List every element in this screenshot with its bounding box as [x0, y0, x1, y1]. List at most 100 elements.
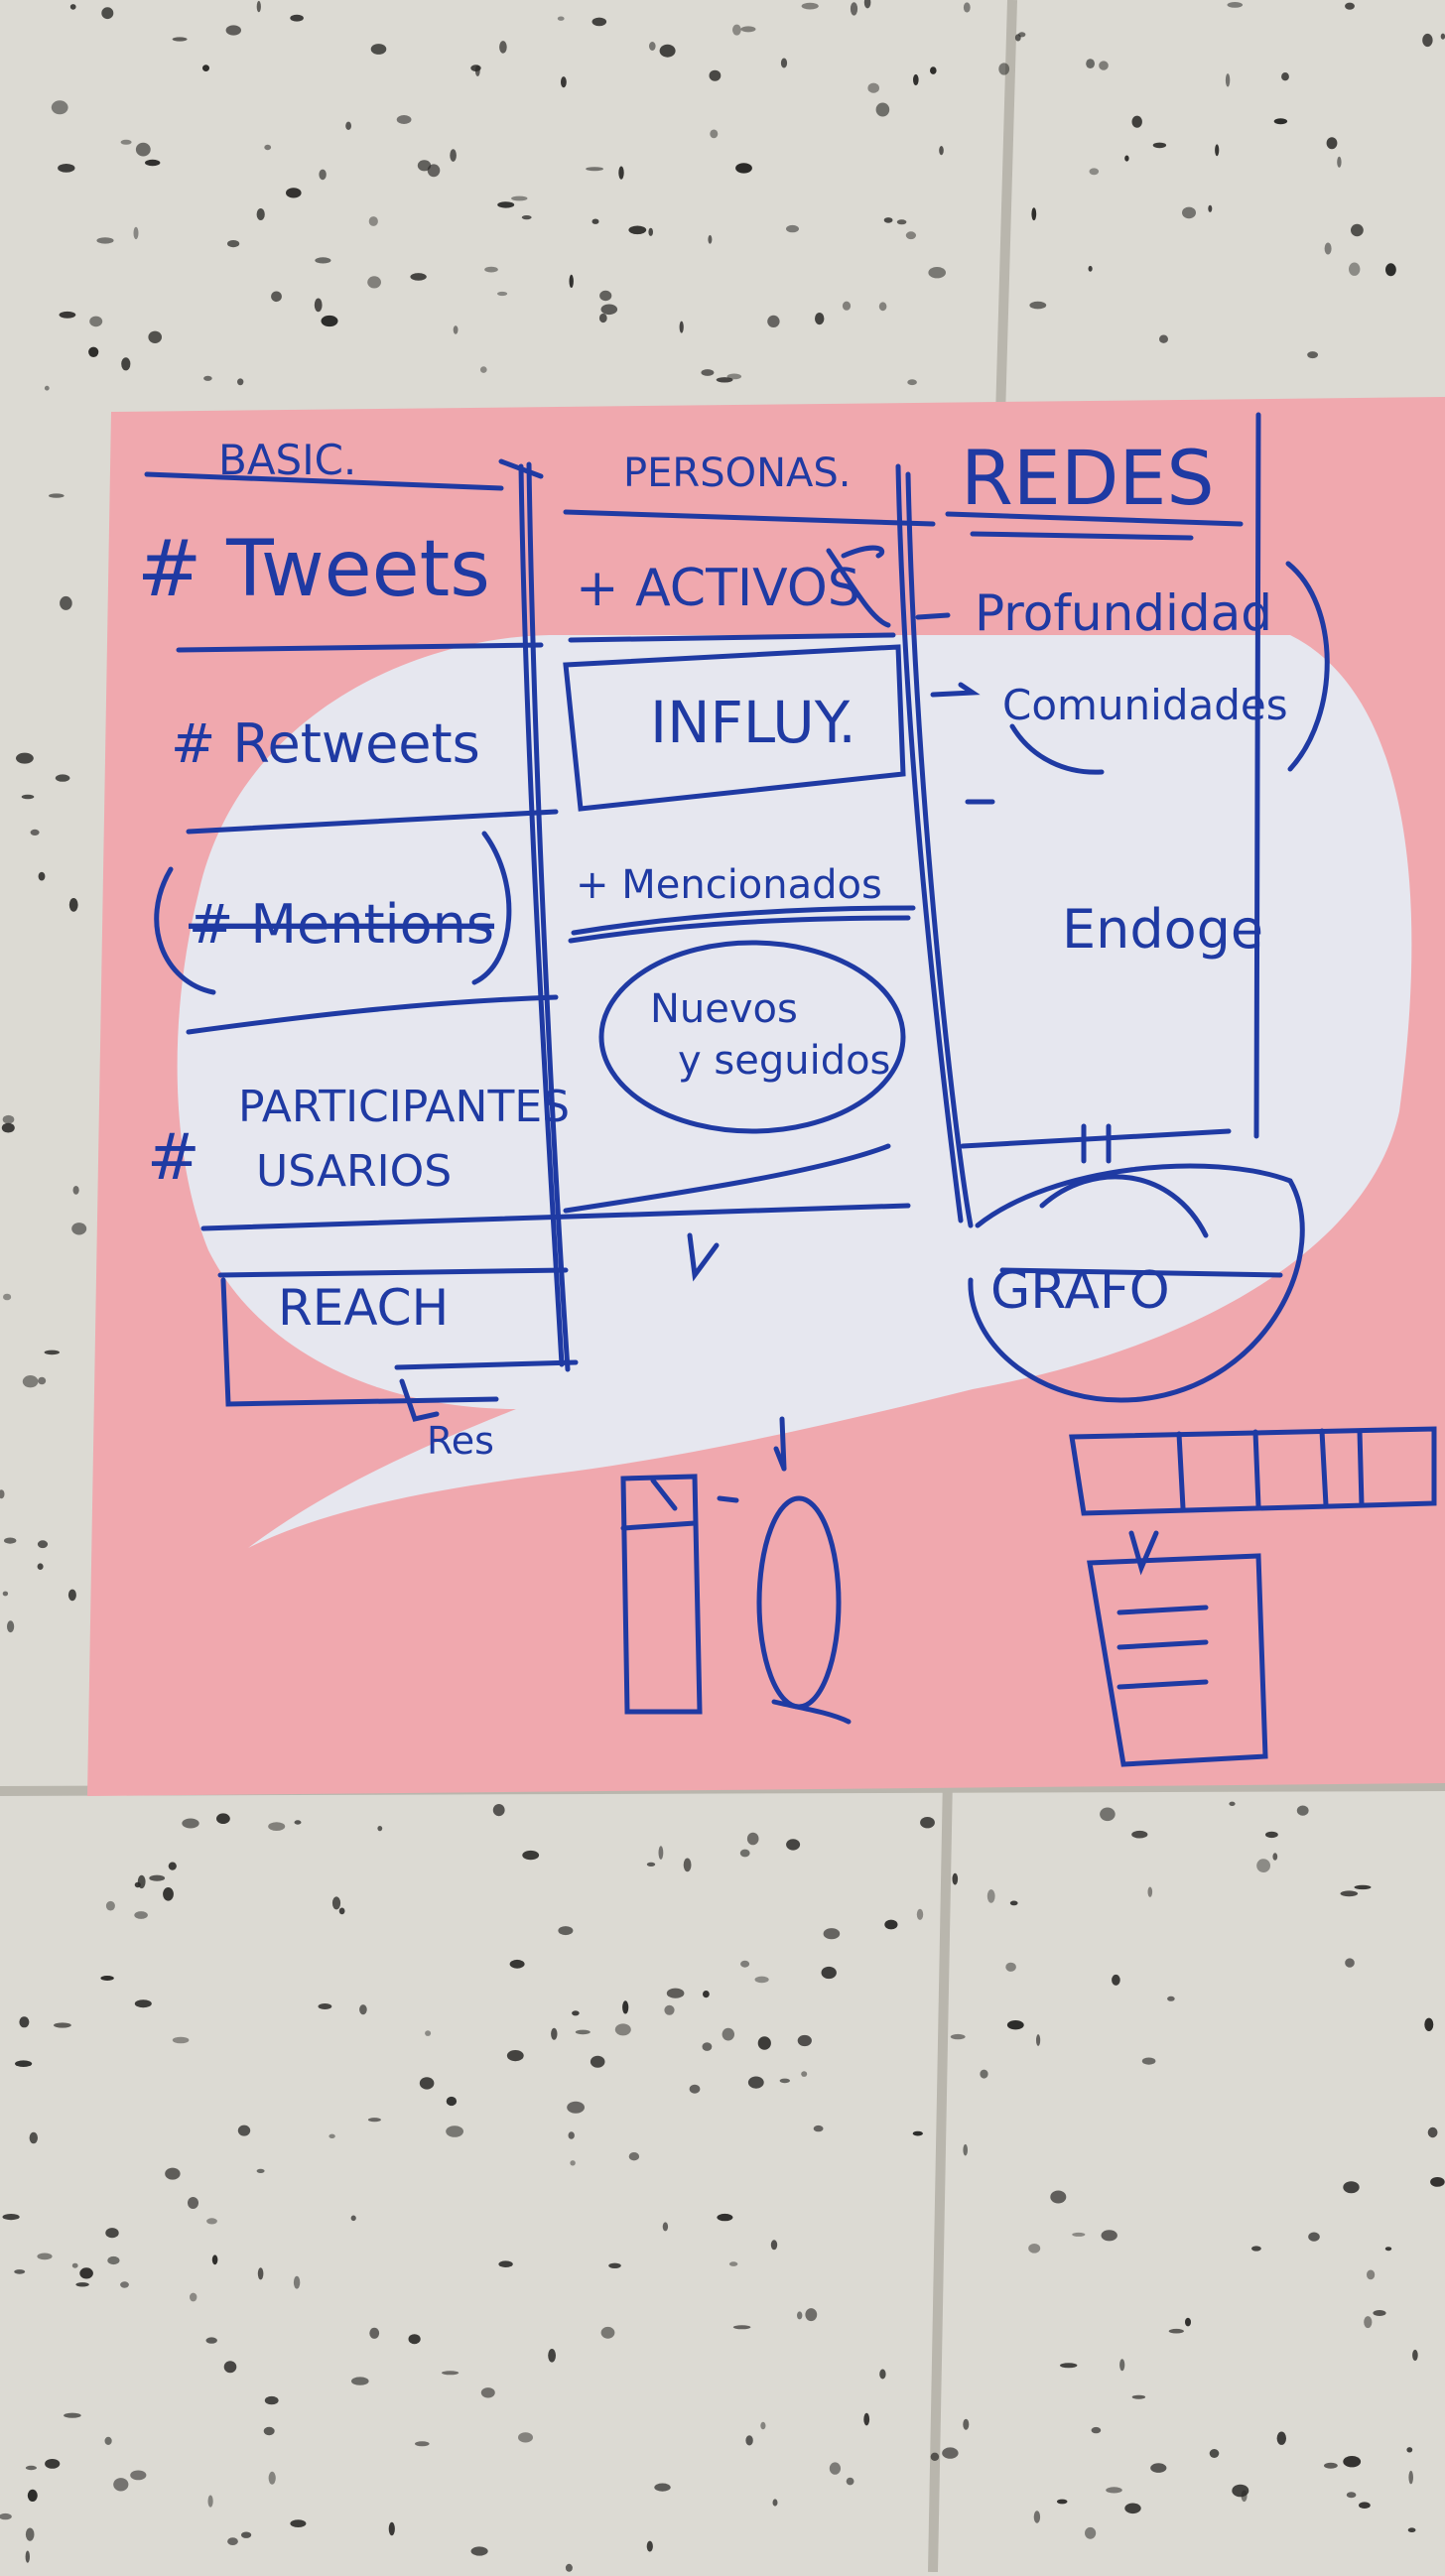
- speckle: [51, 100, 68, 115]
- speckle: [732, 24, 741, 36]
- speckle: [786, 1839, 801, 1851]
- speckle: [815, 313, 825, 325]
- label-participants-2: USARIOS: [256, 1146, 452, 1197]
- speckle: [1006, 2020, 1024, 2030]
- speckle: [1276, 2431, 1287, 2445]
- speckle: [492, 1804, 505, 1817]
- speckle: [442, 2371, 460, 2376]
- speckle: [716, 377, 733, 383]
- speckle: [237, 378, 244, 386]
- speckle: [369, 2327, 380, 2339]
- speckle: [905, 231, 917, 240]
- speckle: [664, 2004, 675, 2015]
- speckle: [1131, 1830, 1148, 1839]
- speckle: [49, 493, 65, 498]
- label-grafo: GRAFO: [990, 1261, 1170, 1321]
- speckle: [735, 163, 752, 174]
- speckle: [1351, 223, 1364, 237]
- speckle: [37, 1563, 44, 1570]
- speckle: [498, 2260, 513, 2267]
- speckle: [963, 2, 971, 13]
- speckle: [863, 2412, 870, 2426]
- speckle: [241, 2531, 252, 2538]
- speckle: [417, 160, 432, 172]
- sketch-labels: BASIC. PERSONAS. REDES # Tweets # Retwee…: [137, 434, 1288, 1463]
- speckle: [315, 257, 331, 264]
- speckle: [998, 63, 1010, 75]
- speckle: [1119, 2359, 1125, 2372]
- speckle: [1112, 1974, 1120, 1986]
- speckle: [797, 2311, 803, 2320]
- speckle: [1141, 2057, 1156, 2065]
- speckle: [1354, 1884, 1372, 1890]
- speckle: [16, 752, 34, 764]
- speckle: [425, 2030, 432, 2036]
- speckle: [163, 1887, 174, 1901]
- speckle: [1033, 2511, 1041, 2523]
- speckle: [2, 2214, 20, 2221]
- speckle: [25, 2527, 35, 2541]
- speckle: [628, 2152, 640, 2161]
- speckle: [130, 2470, 147, 2481]
- speckle: [120, 139, 132, 145]
- speckle: [257, 2267, 264, 2280]
- speckle: [351, 2377, 369, 2385]
- speckle: [1345, 2, 1355, 10]
- label-mentions: # Mentions: [189, 893, 494, 956]
- speckle: [1124, 2503, 1141, 2514]
- speckle: [1265, 1831, 1278, 1839]
- speckle: [986, 1889, 995, 1903]
- speckle: [1185, 2317, 1191, 2327]
- speckle: [618, 166, 624, 180]
- speckle: [1168, 2328, 1184, 2334]
- speckle: [1014, 34, 1021, 42]
- speckle: [1256, 1859, 1270, 1872]
- speckle: [480, 366, 487, 373]
- speckle: [14, 2269, 26, 2274]
- speckle: [44, 385, 50, 391]
- speckle: [600, 304, 618, 316]
- speckle: [702, 2042, 713, 2051]
- speckle: [190, 2292, 197, 2302]
- speckle: [1029, 301, 1047, 310]
- speckle: [658, 1846, 664, 1860]
- speckle: [1346, 2492, 1357, 2499]
- speckle: [659, 44, 676, 58]
- label-participants-hash: #: [147, 1121, 200, 1195]
- speckle: [377, 1826, 383, 1832]
- speckle: [920, 1817, 935, 1829]
- label-nuevos-1: Nuevos: [650, 986, 798, 1032]
- speckle: [256, 208, 265, 220]
- speckle: [1009, 1900, 1018, 1906]
- speckle: [1343, 2181, 1360, 2194]
- speckle: [575, 2029, 591, 2035]
- speckle: [708, 234, 713, 244]
- speckle: [105, 2228, 119, 2239]
- speckle: [509, 1959, 525, 1969]
- speckle: [69, 4, 76, 10]
- speckle: [608, 2262, 621, 2268]
- speckle: [1227, 2, 1244, 8]
- speckle: [1406, 2447, 1413, 2453]
- speckle: [96, 237, 114, 244]
- speckle: [172, 2036, 190, 2044]
- speckle: [1427, 2126, 1438, 2138]
- speckle: [863, 0, 871, 9]
- speckle: [928, 267, 946, 279]
- speckle: [745, 2435, 753, 2446]
- speckle: [446, 2125, 463, 2137]
- speckle: [54, 2022, 71, 2028]
- speckle: [1101, 2230, 1117, 2242]
- speckle: [71, 2262, 78, 2268]
- speckle: [1308, 2232, 1320, 2242]
- speckle: [805, 2308, 818, 2322]
- speckle: [368, 216, 378, 226]
- speckle: [548, 2349, 556, 2363]
- speckle: [104, 2436, 112, 2445]
- label-profundidad: Profundidad: [975, 584, 1272, 642]
- speckle: [813, 2125, 824, 2132]
- speckle: [666, 1988, 685, 1998]
- speckle: [568, 2131, 575, 2139]
- speckle: [710, 129, 719, 139]
